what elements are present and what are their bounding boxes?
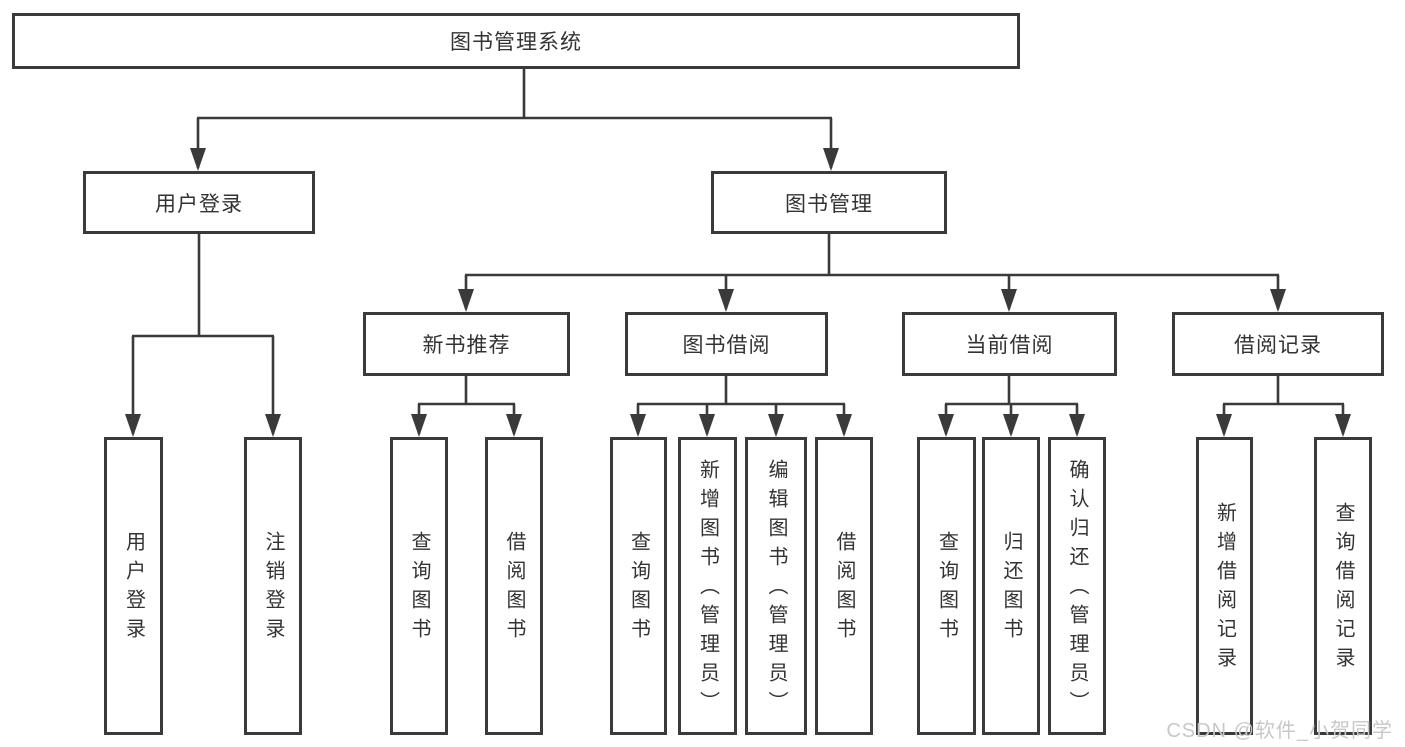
arrow-down-icon — [1003, 414, 1019, 437]
arrow-down-icon — [938, 414, 954, 437]
node-current-borrowing: 当前借阅 — [902, 312, 1117, 376]
connector-recommend-to-leaves — [417, 375, 516, 434]
leaf-user-login: 用户登录 — [104, 437, 163, 735]
connector-login-to-leaves — [131, 233, 275, 434]
arrowheads — [125, 148, 1351, 437]
leaf-records-query-record: 查询借阅记录 — [1314, 437, 1372, 735]
leaf-current-query-books: 查询图书 — [917, 437, 976, 735]
leaf-borrowing-add-books-admin: 新增图书（管理员） — [678, 437, 737, 735]
arrow-down-icon — [630, 414, 646, 437]
arrow-down-icon — [1270, 289, 1286, 312]
node-new-book-recommend: 新书推荐 — [363, 312, 570, 376]
leaf-borrowing-borrow-books: 借阅图书 — [815, 437, 873, 735]
arrow-down-icon — [718, 289, 734, 312]
leaf-recommend-query-books: 查询图书 — [390, 437, 448, 735]
connector-borrowing-to-leaves — [636, 375, 846, 434]
leaf-borrowing-edit-books-admin: 编辑图书（管理员） — [745, 437, 807, 735]
arrow-down-icon — [768, 414, 784, 437]
arrow-down-icon — [506, 414, 522, 437]
leaf-current-confirm-return-admin: 确认归还（管理员） — [1048, 437, 1106, 735]
arrow-down-icon — [1001, 289, 1017, 312]
leaf-logout: 注销登录 — [244, 437, 302, 735]
connector-mgmt-to-level3 — [464, 233, 1280, 309]
watermark: CSDN @软件_小贺同学 — [1166, 720, 1393, 742]
leaf-records-add-record: 新增借阅记录 — [1196, 437, 1253, 735]
leaf-borrowing-query-books: 查询图书 — [610, 437, 667, 735]
arrow-down-icon — [411, 414, 427, 437]
leaf-recommend-borrow-books: 借阅图书 — [485, 437, 543, 735]
arrow-down-icon — [1335, 414, 1351, 437]
arrow-down-icon — [836, 414, 852, 437]
node-root-system: 图书管理系统 — [12, 13, 1020, 69]
arrow-down-icon — [190, 148, 206, 171]
arrow-down-icon — [1216, 414, 1232, 437]
connector-root-to-level2 — [196, 68, 833, 168]
leaf-current-return-books: 归还图书 — [982, 437, 1040, 735]
node-book-management: 图书管理 — [711, 171, 947, 234]
arrow-down-icon — [1069, 414, 1085, 437]
node-book-borrowing: 图书借阅 — [625, 312, 828, 376]
node-borrowing-records: 借阅记录 — [1172, 312, 1384, 376]
node-user-login: 用户登录 — [83, 171, 315, 234]
connector-records-to-leaves — [1222, 375, 1345, 434]
arrow-down-icon — [699, 414, 715, 437]
arrow-down-icon — [458, 289, 474, 312]
arrow-down-icon — [265, 414, 281, 437]
arrow-down-icon — [125, 414, 141, 437]
arrow-down-icon — [823, 148, 839, 171]
